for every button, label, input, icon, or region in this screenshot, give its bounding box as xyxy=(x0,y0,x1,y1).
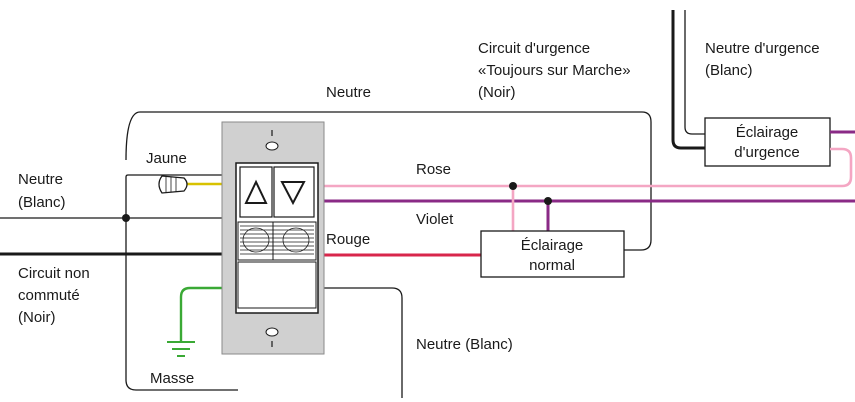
neutre-blanc-bottom-wire xyxy=(318,287,403,398)
box-eclairage-urgence-line1: Éclairage xyxy=(736,124,799,141)
masse-wire xyxy=(179,286,238,342)
wire-nut-icon xyxy=(158,175,188,194)
neutre-top-wire xyxy=(125,111,652,251)
plate-screw-bottom xyxy=(265,327,279,337)
label-circuit-urgence-2: «Toujours sur Marche» xyxy=(478,62,631,79)
neutre-loop-wire xyxy=(125,174,238,391)
label-neutre-urgence-1: Neutre d'urgence xyxy=(705,40,820,57)
label-neutre-top: Neutre xyxy=(326,84,371,101)
label-circuit-non-1: Circuit non xyxy=(18,265,90,282)
switch-lower-panel xyxy=(237,261,317,309)
ground-symbol-icon xyxy=(167,341,195,357)
label-circuit-non-3: (Noir) xyxy=(18,309,56,326)
label-neutre-blanc-left-2: (Blanc) xyxy=(18,194,66,211)
label-neutre-blanc-bottom: Neutre (Blanc) xyxy=(416,336,513,353)
circuit-urgence-wire xyxy=(671,10,705,150)
violet-junction xyxy=(544,197,552,205)
neutre-urgence-wire xyxy=(684,10,705,135)
label-jaune: Jaune xyxy=(146,150,187,167)
eclairage-urgence-box xyxy=(704,117,831,167)
up-arrow-icon xyxy=(244,179,268,204)
label-neutre-urgence-2: (Blanc) xyxy=(705,62,753,79)
down-arrow-icon xyxy=(280,181,306,206)
eclairage-normal-box xyxy=(480,230,625,278)
box-eclairage-normal-line2: normal xyxy=(529,257,575,274)
neutre-junction xyxy=(122,214,130,222)
label-masse: Masse xyxy=(150,370,194,387)
box-eclairage-urgence-line2: d'urgence xyxy=(734,144,799,161)
label-circuit-urgence-3: (Noir) xyxy=(478,84,516,101)
rose-junction xyxy=(509,182,517,190)
label-neutre-blanc-left-1: Neutre xyxy=(18,171,63,188)
rose-wire xyxy=(318,147,853,188)
sensor-grille-pattern xyxy=(240,225,314,255)
up-symbol-text: ▲ xyxy=(256,213,257,215)
label-rouge: Rouge xyxy=(326,231,370,248)
label-circuit-urgence-1: Circuit d'urgence xyxy=(478,40,590,57)
label-rose: Rose xyxy=(416,161,451,178)
plate-screw-top xyxy=(265,141,279,151)
label-violet: Violet xyxy=(416,211,454,228)
box-eclairage-normal-line1: Éclairage xyxy=(521,237,584,254)
switch-device xyxy=(221,121,325,355)
label-circuit-non-2: commuté xyxy=(18,287,80,304)
down-symbol-text: ▼ xyxy=(293,213,294,215)
